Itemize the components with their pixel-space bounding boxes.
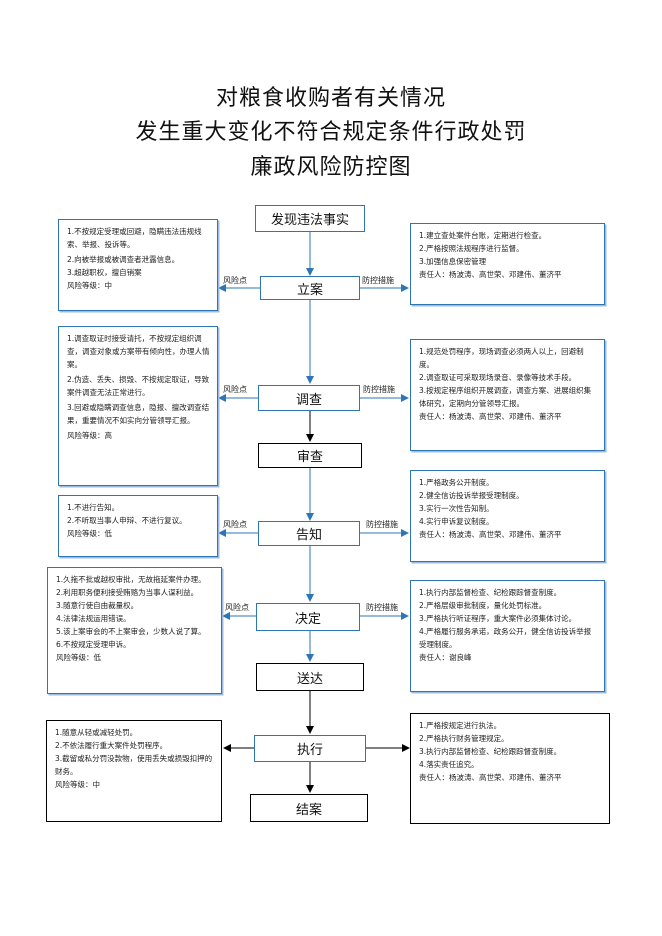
node-review: 审查 (258, 443, 362, 468)
risk-box-execute: 1.随意从轻或减轻处罚。 2.不依法履行重大案件处罚程序。 3.截留或私分罚没款… (46, 720, 222, 822)
risk-box-decide: 1.久拖不批或越权审批，无故拖延案件办理。 2.利用职务便利接受贿赂为当事人谋利… (47, 567, 222, 694)
measure-item: 2.严格执行财务管理规定。 (419, 734, 509, 743)
measure-owner: 责任人：杨波涛、高世荣、邓建伟、董济平 (419, 412, 562, 421)
measure-owner: 责任人：杨波涛、高世荣、邓建伟、董济平 (419, 530, 562, 539)
risk-item: 3.回避或隐瞒调查信息，隐报、擅改调查结果，重要情况不如实向分管领导汇报。 (67, 403, 210, 425)
prevention-label-decide: 防控措施 (366, 603, 398, 612)
risk-label-decide: 风险点 (225, 603, 249, 612)
measure-box-investigate: 1.规范处罚程序，现场调查必须两人以上，回避制度。 2.调查取证可采取现场录音、… (410, 339, 605, 451)
measure-box-execute: 1.严格按规定进行执法。 2.严格执行财务管理规定。 3.执行内部监督检查、纪检… (410, 713, 610, 824)
node-investigate: 调查 (258, 385, 360, 411)
risk-level: 风险等级：低 (56, 653, 101, 662)
measure-owner: 责任人：谢良峰 (419, 653, 472, 662)
measure-box-notify: 1.严格政务公开制度。 2.健全信访投诉举报受理制度。 3.实行一次性告知制。 … (410, 470, 605, 562)
measure-item: 3.实行一次性告知制。 (419, 504, 494, 513)
measure-owner: 责任人：杨波涛、高世荣、邓建伟、董济平 (419, 773, 562, 782)
risk-label-investigate: 风险点 (223, 385, 247, 394)
risk-item: 3.截留或私分罚没款物，使用丢失或损毁扣押的财务。 (55, 754, 213, 776)
measure-item: 4.落实责任追究。 (419, 760, 479, 769)
risk-item: 1.不按规定受理或回避，隐瞒违法违规线索、举报、投诉等。 (67, 227, 202, 249)
measure-item: 3.严格执行听证程序，重大案件必须集体讨论。 (419, 614, 577, 623)
risk-item: 2.利用职务便利接受贿赂为当事人谋利益。 (56, 588, 199, 597)
node-decide: 决定 (256, 603, 360, 631)
measure-item: 1.严格政务公开制度。 (419, 478, 494, 487)
node-notify: 告知 (258, 521, 360, 546)
measure-item: 2.健全信访投诉举报受理制度。 (419, 491, 524, 500)
measure-box-file: 1.建立查处案件台账，定期进行检查。 2.严格按照法规程序进行监督。 3.加强信… (410, 223, 605, 305)
measure-item: 4.严格履行服务承诺，政务公开，健全信访投诉举报受理制度。 (419, 627, 592, 649)
measure-item: 3.执行内部监督检查、纪检跟踪督查制度。 (419, 747, 562, 756)
measure-item: 4.实行申诉复议制度。 (419, 517, 494, 526)
risk-item: 3.超越职权，擅自销案 (67, 268, 142, 277)
measure-box-decide: 1.执行内部监督检查、纪检跟踪督查制度。 2.严格层级审批制度，量化处罚标准。 … (410, 580, 605, 692)
prevention-label-investigate: 防控措施 (363, 385, 395, 394)
node-discover: 发现违法事实 (255, 205, 365, 232)
risk-label-notify: 风险点 (223, 520, 247, 529)
measure-item: 1.执行内部监督检查、纪检跟踪督查制度。 (419, 588, 562, 597)
node-file: 立案 (260, 276, 360, 300)
prevention-label-notify: 防控措施 (366, 520, 398, 529)
risk-box-notify: 1.不进行告知。 2.不听取当事人申辩、不进行复议。 风险等级：低 (58, 495, 218, 557)
risk-box-investigate: 1.调查取证时接受请托，不按规定组织调查，调查对象或方案带有倾向性，办理人情案。… (58, 326, 218, 486)
risk-item: 5.该上案审会的不上案审会，少数人说了算。 (56, 627, 206, 636)
risk-item: 6.不按规定受理申诉。 (56, 640, 131, 649)
measure-item: 2.严格按照法规程序进行监督。 (419, 244, 524, 253)
measure-owner: 责任人：杨波涛、高世荣、邓建伟、董济平 (419, 270, 562, 279)
risk-item: 1.随意从轻或减轻处罚。 (55, 728, 138, 737)
measure-item: 2.调查取证可采取现场录音、录像等技术手段。 (419, 373, 577, 382)
risk-item: 2.向被举报或被调查者泄露信息。 (67, 255, 180, 264)
risk-box-file: 1.不按规定受理或回避，隐瞒违法违规线索、举报、投诉等。 2.向被举报或被调查者… (58, 219, 218, 311)
risk-item: 2.伪造、丢失、损毁、不按规定取证，导致案件调查无法正常进行。 (67, 375, 210, 397)
risk-level: 风险等级：中 (67, 281, 112, 290)
risk-item: 1.不进行告知。 (67, 503, 120, 512)
risk-item: 2.不听取当事人申辩、不进行复议。 (67, 516, 187, 525)
measure-item: 3.加强信息保密管理 (419, 257, 487, 266)
risk-item: 1.久拖不批或越权审批，无故拖延案件办理。 (56, 575, 206, 584)
title-line-1: 对粮食收购者有关情况 (215, 86, 446, 111)
title-line-3: 廉政风险防控图 (250, 155, 412, 180)
node-deliver: 送达 (256, 663, 364, 691)
risk-item: 1.调查取证时接受请托，不按规定组织调查，调查对象或方案带有倾向性，办理人情案。 (67, 334, 210, 369)
risk-level: 风险等级：低 (67, 529, 112, 538)
measure-item: 3.按规定程序组织开展调查，调查方案、进展组织集体研究，定期向分管领导汇报。 (419, 386, 592, 408)
risk-label-file: 风险点 (223, 276, 247, 285)
node-close: 结案 (250, 794, 368, 822)
risk-item: 2.不依法履行重大案件处罚程序。 (55, 741, 168, 750)
risk-level: 风险等级：中 (55, 780, 100, 789)
measure-item: 1.严格按规定进行执法。 (419, 721, 502, 730)
risk-level: 风险等级：高 (67, 431, 112, 440)
measure-item: 1.建立查处案件台账，定期进行检查。 (419, 231, 547, 240)
title-line-2: 发生重大变化不符合规定条件行政处罚 (135, 120, 527, 145)
prevention-label-file: 防控措施 (362, 276, 394, 285)
node-execute: 执行 (254, 735, 366, 762)
risk-item: 3.随意行使自由裁量权。 (56, 601, 139, 610)
risk-item: 4.法律法规运用错误。 (56, 614, 131, 623)
measure-item: 1.规范处罚程序，现场调查必须两人以上，回避制度。 (419, 347, 584, 369)
measure-item: 2.严格层级审批制度，量化处罚标准。 (419, 601, 547, 610)
